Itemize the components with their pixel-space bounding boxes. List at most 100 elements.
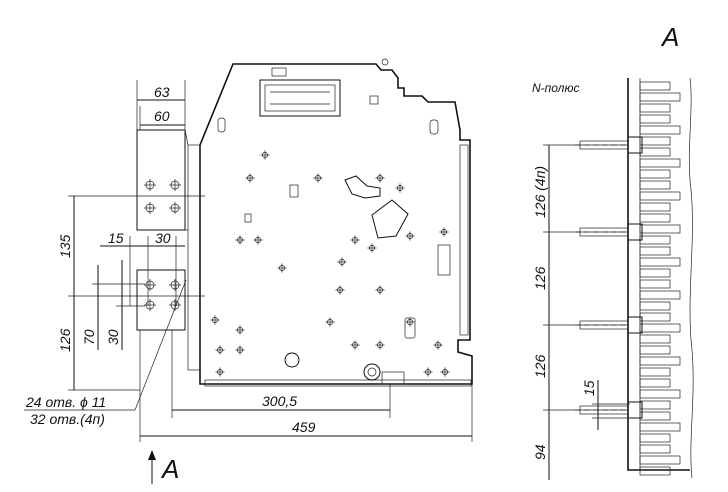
contact-layer [639, 301, 671, 311]
contact-layer [639, 411, 671, 421]
crosshair-hole [335, 285, 345, 295]
screw-lower-right [363, 363, 381, 381]
contact-layer [639, 92, 681, 102]
contact-layer [639, 114, 671, 124]
crosshair-hole [277, 263, 287, 273]
cam-upper [344, 175, 381, 199]
view-marker-a: A [660, 22, 679, 52]
crosshair-hole [235, 325, 245, 335]
crosshair-hole [210, 315, 220, 325]
contact-layer [639, 422, 681, 432]
contact-layer [639, 279, 671, 289]
contact-layer [639, 466, 671, 476]
contact-stack [639, 81, 681, 476]
dim-300-5: 300,5 [262, 393, 297, 409]
crosshair-hole [440, 367, 450, 377]
dim-126-b: 126 [532, 354, 548, 378]
contact-layer [639, 213, 671, 223]
contact-layer [639, 235, 671, 245]
contact-layer [639, 169, 671, 179]
crosshair-hole [169, 299, 181, 311]
crosshair-hole [245, 173, 255, 183]
contact-layer [639, 433, 671, 443]
section-label: N-полюс [532, 81, 579, 95]
crosshair-hole [405, 231, 415, 241]
screw-lower-left [284, 352, 300, 368]
contact-layer [639, 224, 681, 234]
crosshair-hole [375, 285, 385, 295]
crosshair-hole [260, 150, 270, 160]
crosshair-hole [144, 279, 156, 291]
cam-lower [371, 199, 409, 239]
crosshair-hole [423, 367, 433, 377]
contact-layer [639, 323, 681, 333]
holes-note-line2: 32 отв.(4п) [30, 411, 105, 427]
crosshair-hole [405, 317, 415, 327]
contact-layer [639, 202, 671, 212]
side-view: A N-полюс 126 (4п) 126 126 94 15 [532, 22, 694, 480]
crosshair-hole [433, 340, 443, 350]
crosshair-hole [439, 227, 449, 237]
crosshair-hole [169, 179, 181, 191]
crosshair-hole [144, 202, 156, 214]
crosshair-hole [350, 340, 360, 350]
mounting-plate-edge [187, 144, 201, 371]
contact-layer [639, 125, 681, 135]
contact-layer [639, 180, 671, 190]
crosshair-hole [169, 202, 181, 214]
contact-layer [639, 444, 671, 454]
contact-layer [639, 312, 671, 322]
crosshair-hole [367, 243, 377, 253]
contact-layer [639, 158, 681, 168]
contact-layer [639, 455, 681, 465]
dim-15-side: 15 [581, 380, 597, 396]
dim-63: 63 [154, 84, 170, 100]
dim-135: 135 [57, 234, 73, 258]
crosshair-hole [144, 179, 156, 191]
crosshair-hole [325, 317, 335, 327]
contact-layer [639, 334, 671, 344]
dim-126-4p: 126 (4п) [532, 166, 548, 218]
body-mounting-holes [210, 150, 450, 377]
pole-pins [575, 136, 643, 419]
contact-layer [639, 246, 671, 256]
crosshair-hole [375, 173, 385, 183]
crosshair-hole [144, 299, 156, 311]
contact-layer [639, 81, 671, 91]
contact-layer [639, 103, 671, 113]
dim-126-a: 126 [532, 266, 548, 290]
terminal-plate-upper [136, 129, 186, 231]
crosshair-hole [235, 235, 245, 245]
view-arrow-label: A [160, 454, 179, 484]
crosshair-hole [215, 367, 225, 377]
breaker-body [187, 58, 473, 387]
holes-note-line1: 24 отв. ϕ 11 [25, 394, 106, 410]
terminal-block [136, 129, 189, 331]
dim-70: 70 [81, 329, 97, 345]
dim-30-top: 30 [155, 230, 171, 246]
crosshair-hole [350, 235, 360, 245]
crosshair-hole [253, 235, 263, 245]
dim-60: 60 [154, 108, 170, 124]
crosshair-hole [215, 345, 225, 355]
contact-layer [639, 191, 681, 201]
crosshair-hole [375, 340, 385, 350]
terminal-holes [144, 179, 181, 311]
crosshair-hole [169, 279, 181, 291]
contact-layer [639, 345, 671, 355]
view-arrow-icon [148, 450, 156, 460]
contact-layer [639, 257, 681, 267]
dim-459: 459 [292, 419, 316, 435]
side-latch [437, 244, 451, 276]
crosshair-hole [395, 183, 405, 193]
contact-layer [639, 367, 671, 377]
crosshair-hole [313, 173, 323, 183]
contact-layer [639, 378, 671, 388]
contact-layer [639, 356, 681, 366]
terminal-plate-lower [136, 269, 186, 331]
dim-94: 94 [532, 444, 548, 460]
crosshair-hole [337, 257, 347, 267]
contact-layer [639, 290, 681, 300]
dim-15: 15 [108, 230, 124, 246]
